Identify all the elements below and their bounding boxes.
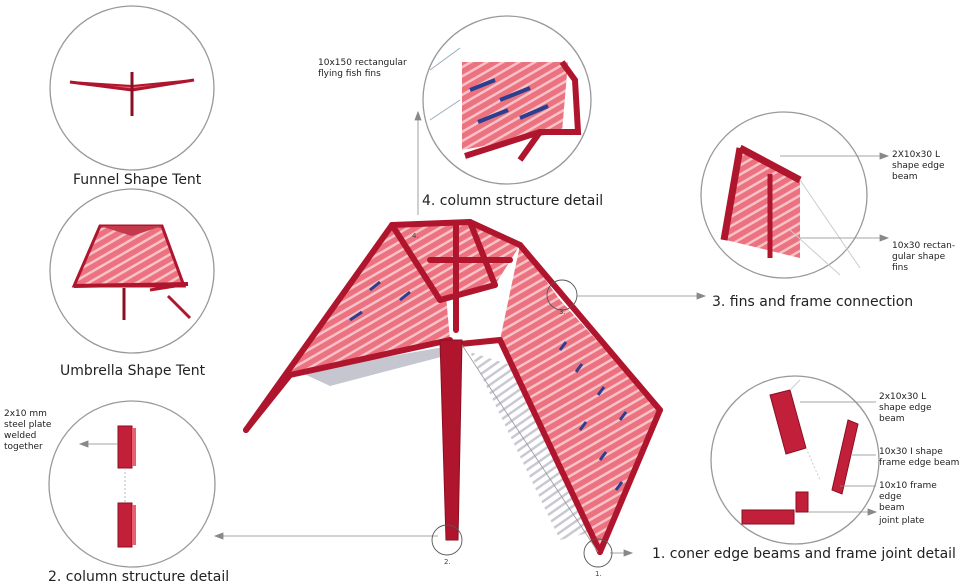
- marker-label-1: 1.: [595, 570, 602, 578]
- column-detail-4-title: 4. column structure detail: [422, 193, 604, 209]
- main-column: [439, 339, 463, 541]
- corner-joint-title: 1. coner edge beams and frame joint deta…: [652, 546, 956, 562]
- marker-circles: [431, 279, 613, 568]
- steel-plate-note: 2x10 mm steel plate welded together: [4, 409, 52, 452]
- column-detail-2-title: 2. column structure detail: [48, 569, 230, 585]
- left-wing-panel: [246, 225, 450, 430]
- funnel-tent-drawing: [69, 72, 195, 116]
- marker-circle-3: [546, 279, 578, 311]
- column-top-detail-drawing: [429, 47, 582, 162]
- main-tent-structure: [243, 219, 663, 555]
- fins-frame-detail-drawing: [720, 144, 861, 276]
- marker-label-3: 3.: [559, 308, 566, 316]
- marker-circle-2: [431, 524, 463, 556]
- frame-beams: [243, 219, 663, 555]
- right-wing-panel: [500, 245, 660, 550]
- l-beam-top-note: 2X10x30 L shape edge beam: [892, 150, 945, 182]
- fins-frame-title: 3. fins and frame connection: [712, 294, 914, 310]
- frame-beam-note: 10x10 frame edge beam: [879, 481, 937, 513]
- umbrella-tent-title: Umbrella Shape Tent: [60, 363, 206, 379]
- shadow-striped: [470, 352, 600, 540]
- fish-fins-note: 10x150 rectangular flying fish fins: [318, 58, 407, 79]
- corner-detail-circle-1: [710, 375, 880, 545]
- funnel-tent-title: Funnel Shape Tent: [73, 172, 202, 188]
- joint-plate-note: joint plate: [879, 516, 925, 526]
- shadow-panel: [300, 348, 460, 386]
- rect-fins-note: 10x30 rectan- gular shape fins: [892, 241, 956, 273]
- flying-fish-fins: [349, 280, 628, 491]
- marker-label-2: 2.: [444, 558, 451, 566]
- umbrella-tent-drawing: [71, 224, 192, 320]
- marker-circle-1: [583, 538, 613, 568]
- column-detail-circle-2: [48, 400, 216, 568]
- l-beam-corner-note: 2x10x30 L shape edge beam: [879, 392, 932, 424]
- i-beam-note: 10x30 I shape frame edge beam: [879, 447, 960, 468]
- marker-label-4: 4.: [412, 232, 419, 240]
- column-plate-drawing: [117, 425, 136, 548]
- corner-joint-detail-drawing: [741, 379, 859, 525]
- leader-lines: [78, 110, 890, 557]
